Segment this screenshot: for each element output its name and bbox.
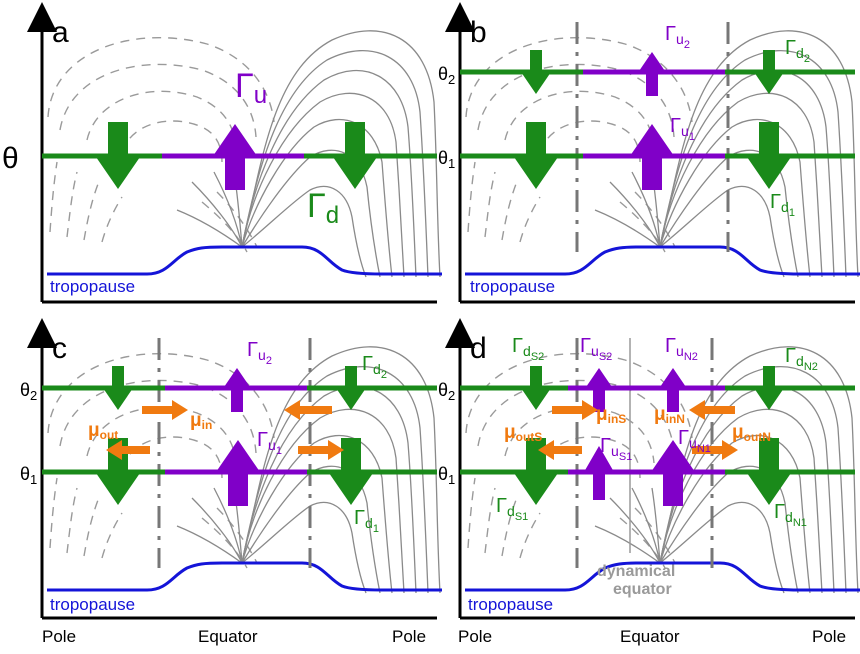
descent-arrow-s2 (521, 366, 551, 410)
gamma-u2-label: Γu2 (665, 23, 690, 51)
gamma-dn2-label: ΓdN2 (785, 345, 818, 373)
ascent-arrow-1 (216, 440, 260, 506)
mu-outn-label: μoutN (732, 422, 771, 444)
gamma-ds2-label: ΓdS2 (512, 335, 544, 363)
ascent-arrow-1 (630, 124, 674, 190)
mixing-arrow-out-s (538, 440, 582, 460)
mixing-arrow-in-n (689, 400, 735, 420)
panel-letter: d (470, 332, 487, 365)
descent-arrow-left (96, 122, 140, 189)
descent-arrow-n1 (747, 438, 791, 505)
gamma-d1-label: Γd1 (354, 507, 379, 535)
mu-inn-label: μinN (654, 404, 685, 426)
panel-letter: c (52, 332, 67, 365)
descent-arrow-1-left (514, 122, 558, 189)
ascent-arrow (213, 124, 257, 190)
tropopause-label: tropopause (50, 277, 135, 296)
gamma-u-label: Γu (235, 67, 267, 109)
descent-arrow-n2 (754, 366, 784, 410)
theta-label: θ (2, 142, 19, 175)
pole-left-label-right: Pole (458, 627, 492, 646)
gamma-un1-label: ΓuN1 (678, 427, 711, 455)
pole-right-label-right: Pole (812, 627, 846, 646)
mixing-arrow-out-left (106, 440, 150, 460)
ascent-arrow-s2 (584, 368, 614, 412)
ascent-arrow-n1 (651, 440, 695, 506)
gamma-u2-label: Γu2 (247, 339, 272, 367)
tropopause-label: tropopause (468, 595, 553, 614)
descent-arrow-s1 (514, 438, 558, 505)
theta1-label: θ1 (438, 464, 455, 487)
theta2-label: θ2 (20, 380, 37, 403)
gamma-d1-label: Γd1 (770, 191, 795, 219)
ascent-arrow-2 (637, 52, 667, 96)
mixing-arrow-in-s (552, 400, 598, 420)
gamma-d-label: Γd (307, 187, 339, 229)
gamma-u1-label: Γu1 (257, 429, 282, 457)
gamma-u1-label: Γu1 (670, 115, 695, 143)
gamma-us2-label: ΓuS2 (580, 335, 612, 363)
theta1-label: θ1 (438, 148, 455, 171)
mu-ins-label: μinS (596, 404, 626, 426)
ascent-arrow-s1 (584, 446, 614, 500)
gamma-d2-label: Γd2 (785, 37, 810, 65)
descent-arrow-right (333, 122, 377, 189)
theta1-label: θ1 (20, 464, 37, 487)
theta2-label: θ2 (438, 380, 455, 403)
gamma-dn1-label: ΓdN1 (774, 501, 807, 529)
panel-b: b θ2 θ1 Γu2 Γu1 Γd2 Γd1 tropopause (438, 2, 860, 304)
descent-arrow-2-left (521, 50, 551, 94)
descent-arrow-2-right (754, 50, 784, 94)
gamma-ds1-label: ΓdS1 (496, 495, 528, 523)
equator-label: Equator (198, 627, 258, 646)
gamma-us1-label: ΓuS1 (600, 435, 632, 463)
dynamical-equator-label-2: equator (613, 581, 672, 598)
mu-outs-label: μoutS (504, 422, 542, 444)
panel-c: c θ2 θ1 Γu2 Γu1 Γd2 Γd1 μout μin tropopa… (20, 318, 444, 620)
panel-a: a θ Γu Γd tropopause (2, 2, 444, 304)
descent-arrow-2-right (336, 366, 366, 410)
mixing-arrow-out-n (692, 440, 738, 460)
ascent-arrow-n2 (658, 368, 688, 412)
mixing-arrow-in-right (284, 400, 332, 420)
tropopause-label: tropopause (50, 595, 135, 614)
panel-d: d θ2 θ1 ΓdS2 ΓuS2 ΓuN2 ΓdN2 ΓuS1 ΓuN1 Γd… (438, 318, 860, 620)
pole-right-label: Pole (392, 627, 426, 646)
equator-label-right: Equator (620, 627, 680, 646)
descent-arrow-1-left (96, 438, 140, 505)
descent-arrow-1-right (747, 122, 791, 189)
gamma-d2-label: Γd2 (362, 353, 387, 381)
mu-in-label: μin (190, 410, 212, 432)
dynamical-equator-label-1: dynamical (597, 563, 675, 580)
descent-arrow-2-left (103, 366, 133, 410)
panel-letter: a (52, 16, 69, 49)
tropopause-label: tropopause (470, 277, 555, 296)
mu-out-label: μout (88, 420, 118, 442)
theta2-label: θ2 (438, 64, 455, 87)
gamma-un2-label: ΓuN2 (665, 335, 698, 363)
panel-letter: b (470, 16, 487, 49)
mixing-arrow-out-right (298, 440, 344, 460)
descent-arrow-1-right (329, 438, 373, 505)
ascent-arrow-2 (222, 368, 252, 412)
pole-left-label: Pole (42, 627, 76, 646)
mixing-arrow-in-left (142, 400, 188, 420)
